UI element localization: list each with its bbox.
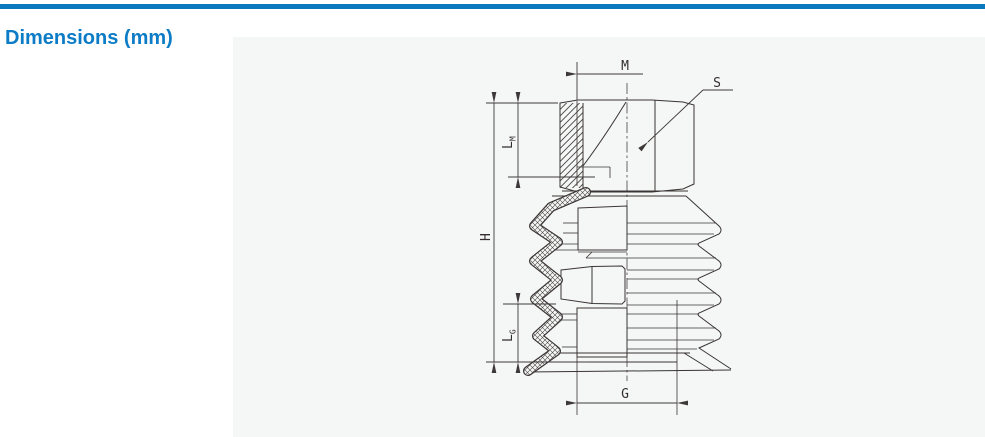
drawing-panel: M S H LM LG G: [233, 37, 985, 437]
suction-cup-technical-drawing: M S H LM LG G: [479, 59, 733, 415]
label-m: M: [621, 59, 629, 74]
page-title: Dimensions (mm): [5, 27, 173, 49]
section-wall-band: [523, 187, 591, 376]
dimension-m: M: [565, 59, 643, 100]
label-g: G: [621, 387, 629, 402]
dimension-h: H: [479, 91, 588, 374]
label-lg: LG: [501, 329, 518, 342]
dimension-s-leader: S: [638, 76, 733, 152]
label-h: H: [479, 233, 494, 241]
label-lm: LM: [501, 136, 518, 149]
top-divider: [0, 4, 985, 9]
section-hatch: [560, 103, 583, 188]
dimension-lm: LM: [501, 91, 595, 189]
bellows-body: [523, 187, 732, 415]
insert-lower-block: [576, 307, 628, 358]
dimension-lg: LG: [501, 292, 556, 374]
thread-fitting: [552, 99, 695, 197]
dimension-g: G: [565, 387, 689, 406]
label-s: S: [713, 76, 721, 91]
insert-upper-block: [577, 205, 628, 251]
insert-hex: [560, 265, 626, 305]
